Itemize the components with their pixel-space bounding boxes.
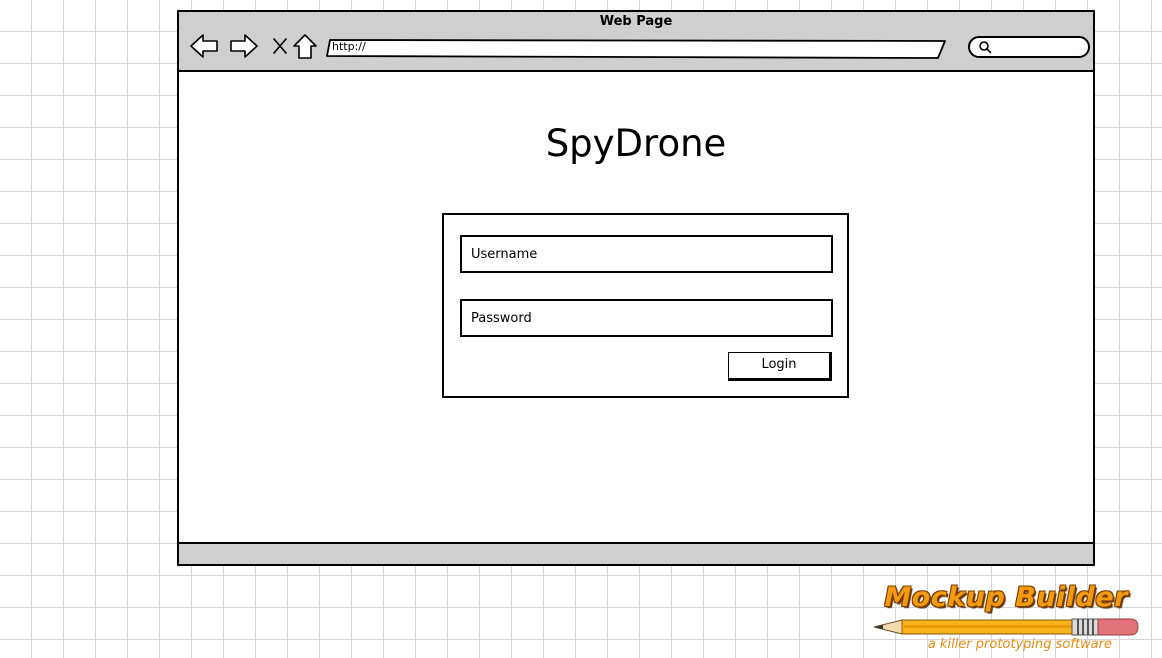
browser-toolbar: Web Page http:// <box>179 12 1093 72</box>
search-icon <box>979 41 992 54</box>
forward-button[interactable] <box>229 32 259 60</box>
home-button[interactable] <box>291 32 321 60</box>
back-button[interactable] <box>189 32 219 60</box>
browser-search-field[interactable] <box>968 36 1090 58</box>
home-icon <box>293 34 317 59</box>
window-title: Web Page <box>599 14 673 29</box>
pencil-icon <box>874 618 1139 636</box>
arrow-left-icon <box>190 34 218 58</box>
mockup-builder-logo: Mockup Builder a killer prototyping soft… <box>870 580 1146 658</box>
username-input[interactable] <box>460 235 833 273</box>
logo-tagline: a killer prototyping software <box>927 637 1112 652</box>
login-button[interactable]: Login <box>728 352 832 381</box>
page-title: SpyDrone <box>545 122 727 165</box>
address-bar[interactable]: http:// <box>326 39 946 59</box>
close-icon <box>273 38 287 54</box>
status-bar <box>179 542 1093 564</box>
address-text: http:// <box>332 40 366 53</box>
arrow-right-icon <box>230 34 258 58</box>
password-input[interactable] <box>460 299 833 337</box>
logo-text: Mockup Builder <box>884 582 1128 613</box>
browser-window: Web Page http:// <box>177 10 1095 566</box>
login-form: Login <box>442 213 849 398</box>
stop-button[interactable] <box>269 32 291 60</box>
